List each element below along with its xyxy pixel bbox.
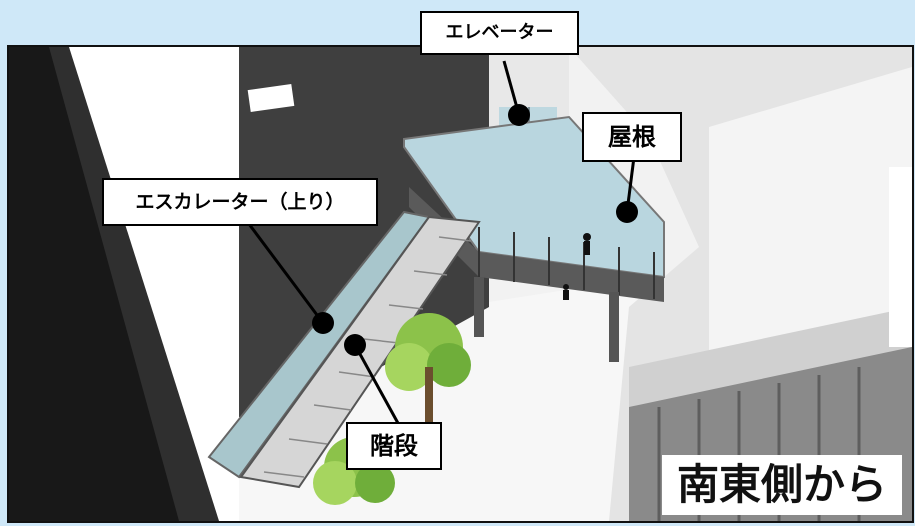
- illustration-frame: [7, 45, 914, 523]
- roof-label: 屋根: [582, 112, 682, 162]
- bridge-deck: [409, 187, 664, 302]
- escalator-label: エスカレーター（上り）: [102, 178, 378, 226]
- elevator-label: エレベーター: [420, 11, 579, 55]
- building-illustration: [9, 47, 912, 521]
- view-direction-caption: 南東側から: [662, 455, 902, 515]
- stairs-label: 階段: [346, 422, 442, 470]
